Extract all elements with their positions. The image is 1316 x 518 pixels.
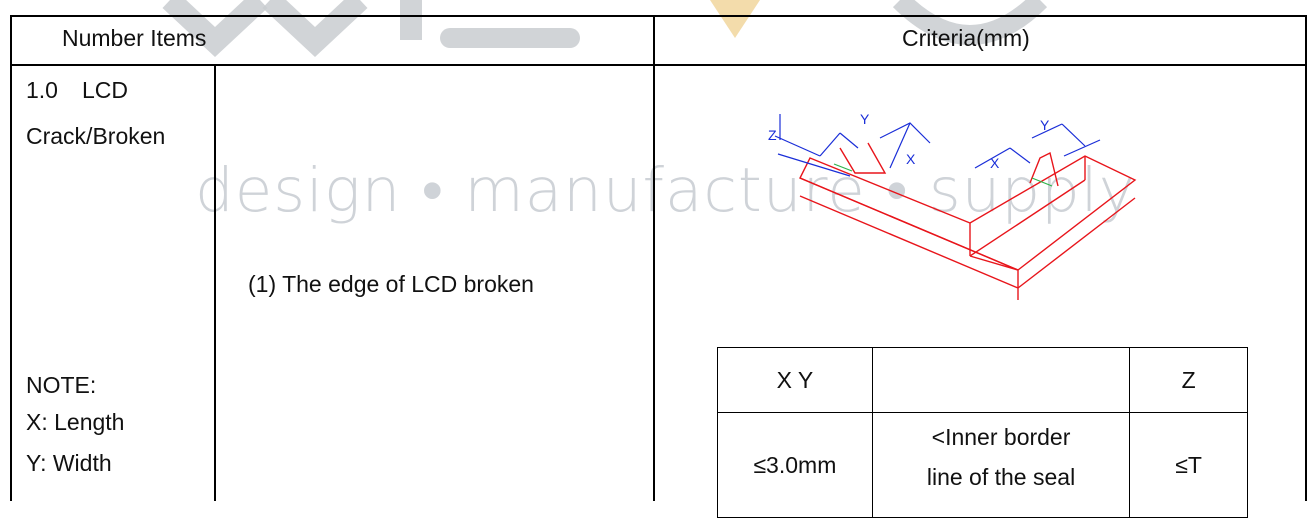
criteria-middle-value: <Inner border line of the seal xyxy=(871,412,1131,518)
criteria-z-value: ≤T xyxy=(1129,412,1248,518)
criteria-table: X Y Z ≤3.0mm <Inner border line of the s… xyxy=(717,347,1248,518)
note-width: Y: Width xyxy=(26,450,112,476)
criteria-header-z: Z xyxy=(1129,347,1248,413)
header-number-items: Number Items xyxy=(62,25,207,51)
diagram-label-x-right: X xyxy=(990,155,1000,171)
item-name-line2: Crack/Broken xyxy=(26,123,166,149)
header-criteria: Criteria(mm) xyxy=(902,25,1030,51)
watermark-bar-2 xyxy=(440,28,580,48)
criteria-xy-value: ≤3.0mm xyxy=(717,412,873,518)
table-border-right xyxy=(1305,15,1307,501)
criteria-middle-line-2: line of the seal xyxy=(926,464,1076,490)
table-column-divider-1 xyxy=(214,64,216,501)
criteria-header-middle xyxy=(871,347,1131,413)
watermark-bar-1 xyxy=(400,0,422,40)
lcd-panel-outline xyxy=(799,142,1137,300)
diagram-label-z: Z xyxy=(768,127,777,143)
criteria-middle-line-1: <Inner border xyxy=(931,424,1071,450)
diagram-label-y-left: Y xyxy=(860,111,870,127)
table-header-divider xyxy=(10,64,1307,66)
item-description: (1) The edge of LCD broken xyxy=(248,271,534,297)
item-number: 1.0 xyxy=(26,77,58,103)
item-name: LCD xyxy=(82,77,129,103)
table-column-divider-2 xyxy=(653,15,655,501)
note-length: X: Length xyxy=(26,409,125,435)
watermark-letter-m-right xyxy=(262,0,368,58)
note-title: NOTE: xyxy=(26,372,97,398)
criteria-header-xy: X Y xyxy=(717,347,873,413)
diagram-label-x-left: X xyxy=(906,151,916,167)
lcd-dimension-lines xyxy=(774,114,1101,177)
table-border-left xyxy=(10,15,12,501)
lcd-highlight-marks xyxy=(833,163,1053,187)
table-border-top xyxy=(10,15,1307,17)
lcd-edge-broken-diagram: Y X Z X Y xyxy=(768,111,1137,300)
criteria-table-header-row: X Y Z xyxy=(717,347,1248,413)
criteria-table-row: ≤3.0mm <Inner border line of the seal ≤T xyxy=(717,412,1248,518)
watermark-yellow-shape xyxy=(710,0,760,38)
diagram-label-y-right: Y xyxy=(1040,117,1050,133)
